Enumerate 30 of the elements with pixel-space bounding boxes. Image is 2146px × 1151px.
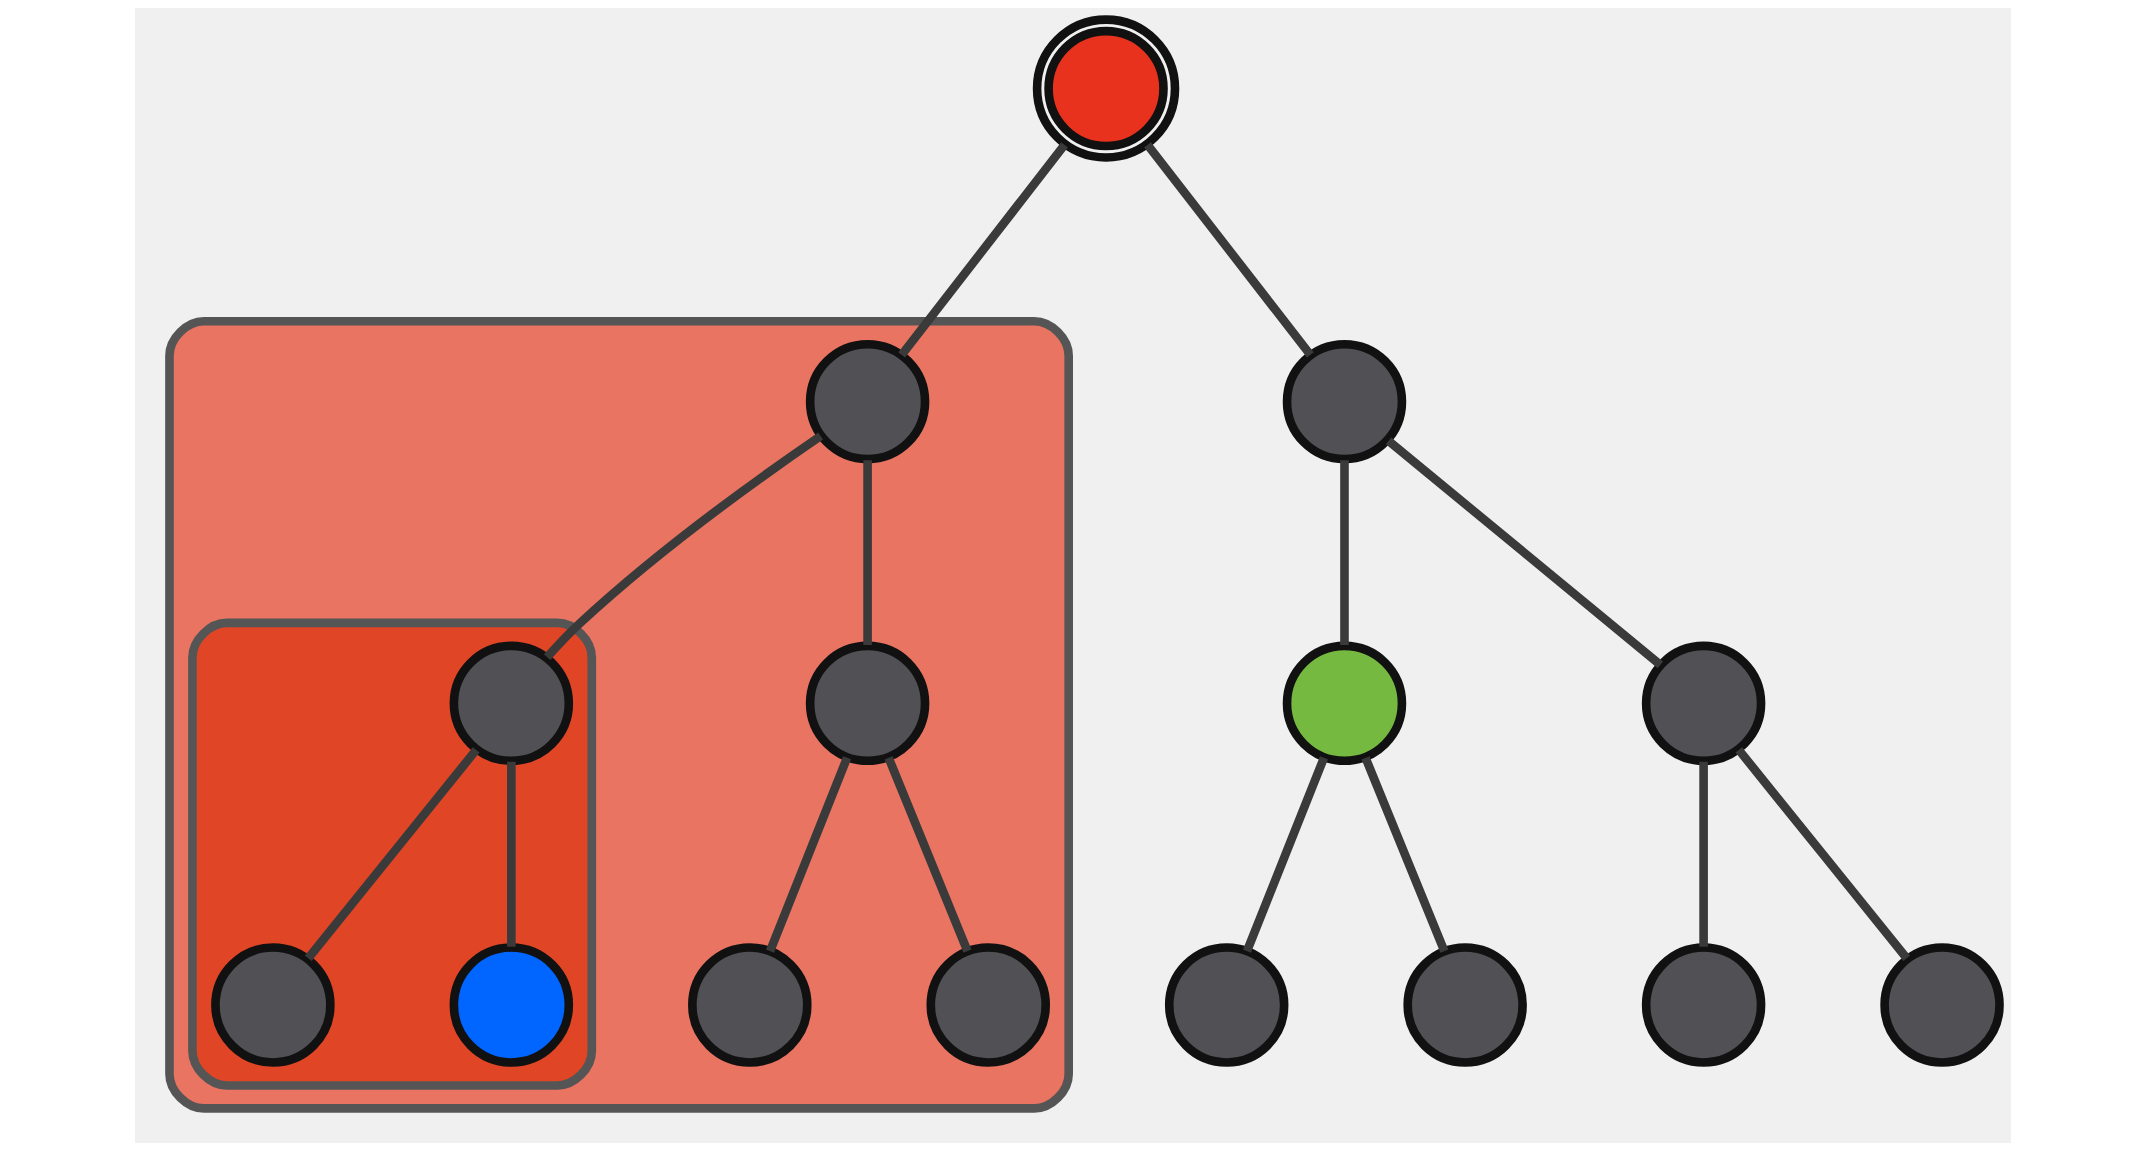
node-circle: [805, 339, 930, 464]
connector: [1361, 756, 1449, 953]
connector: [884, 756, 972, 953]
node-circle: [211, 943, 335, 1067]
node-circle: [1032, 15, 1180, 162]
node-circle: [1880, 943, 2004, 1067]
cluster: [165, 316, 1073, 1113]
node-circle: [449, 943, 574, 1067]
connector: [1735, 747, 1911, 961]
node-circle: [1282, 339, 1407, 464]
node-circle: [1164, 943, 1289, 1067]
connector: [1699, 761, 1708, 947]
connector: [507, 761, 516, 947]
node-circle: [1403, 943, 1527, 1067]
node-circle: [1641, 641, 1766, 766]
connector: [1144, 142, 1314, 358]
node-circle: [926, 943, 1050, 1067]
connector: [543, 432, 824, 661]
cluster: [188, 618, 597, 1090]
connector: [1385, 437, 1664, 669]
connector: [304, 747, 480, 961]
node-circle: [805, 641, 930, 766]
connector: [1340, 460, 1349, 646]
connector: [1242, 756, 1328, 953]
node-circle: [688, 943, 812, 1067]
node-circle: [1641, 943, 1766, 1067]
connector: [766, 756, 852, 953]
connector: [863, 460, 872, 646]
node-circle: [449, 641, 574, 766]
node-circle: [1282, 641, 1407, 766]
